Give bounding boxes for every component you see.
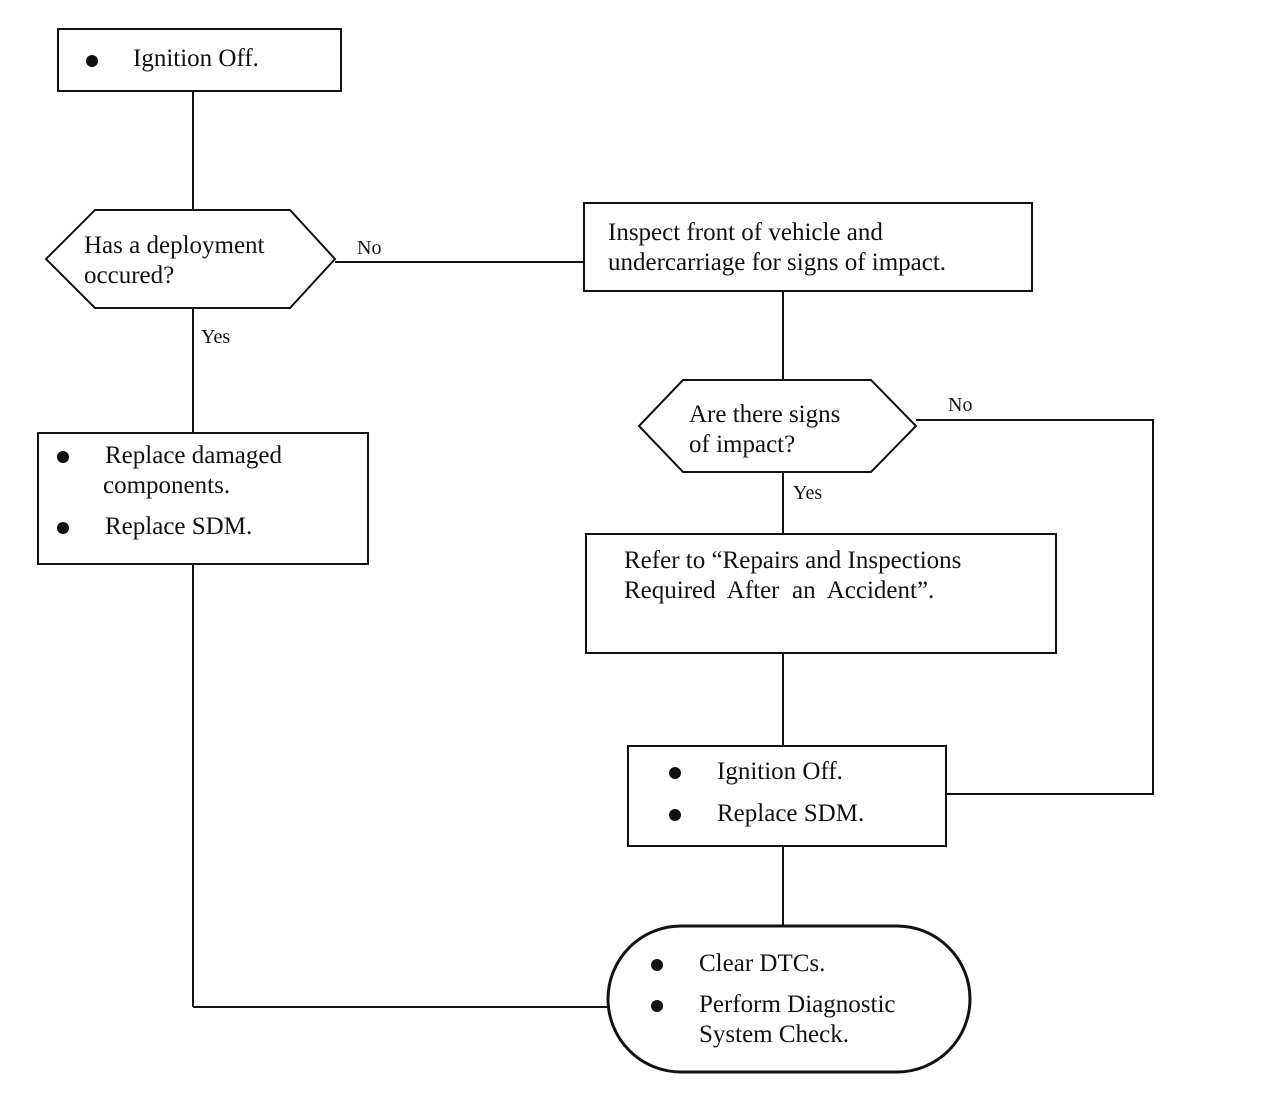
refer-text-line-1: Refer to “Repairs and Inspections (624, 547, 962, 574)
inspect-text-line-1: Inspect front of vehicle and (608, 219, 883, 246)
deployment-decision-shape (44, 209, 337, 309)
diagnostic-check-line-2: System Check. (699, 1021, 849, 1048)
clear-dtcs-text: Clear DTCs. (699, 950, 826, 977)
bullet-icon (669, 767, 681, 779)
impact-decision: Are there signs of impact? (689, 400, 899, 464)
inspect-text-line-2: undercarriage for signs of impact. (608, 249, 947, 276)
bullet-icon (57, 451, 69, 463)
replace-damaged-line-2: components. (103, 472, 231, 499)
bullet-icon (86, 55, 98, 67)
ignition-replace-box: Ignition Off. Replace SDM. (627, 745, 947, 847)
deployment-no-label: No (357, 237, 382, 259)
diagnostic-check-line-1: Perform Diagnostic (699, 991, 896, 1018)
replace-damaged-box: Replace damaged components. Replace SDM. (37, 432, 369, 565)
bullet-icon (57, 522, 69, 534)
impact-question-line-2: of impact? (689, 431, 796, 458)
replace-damaged-line-1: Replace damaged (105, 442, 282, 469)
refer-box: Refer to “Repairs and Inspections Requir… (585, 533, 1057, 654)
connector-impact-no (916, 419, 1154, 795)
start-step-text: Ignition Off. (133, 45, 259, 72)
impact-yes-label: Yes (793, 482, 823, 504)
bullet-icon (669, 809, 681, 821)
bullet-icon (651, 1000, 663, 1012)
bullet-icon (651, 959, 663, 971)
replace-sdm-text: Replace SDM. (717, 800, 865, 827)
deployment-decision: Has a deployment occured? (84, 231, 324, 295)
final-terminal: Clear DTCs. Perform Diagnostic System Ch… (608, 926, 970, 1072)
deployment-question-line-1: Has a deployment (84, 232, 265, 259)
deployment-question-line-2: occured? (84, 262, 175, 289)
impact-decision-shape (637, 379, 918, 473)
impact-question-line-1: Are there signs (689, 401, 841, 428)
final-terminal-shape (606, 924, 972, 1074)
ignition-off-text: Ignition Off. (717, 758, 843, 785)
inspect-box: Inspect front of vehicle and undercarria… (583, 202, 1033, 292)
replace-sdm-text: Replace SDM. (105, 513, 253, 540)
start-box: Ignition Off. (57, 28, 342, 92)
impact-no-label: No (948, 394, 973, 416)
deployment-yes-label: Yes (201, 326, 231, 348)
refer-text-line-2: Required After an Accident”. (624, 577, 935, 604)
